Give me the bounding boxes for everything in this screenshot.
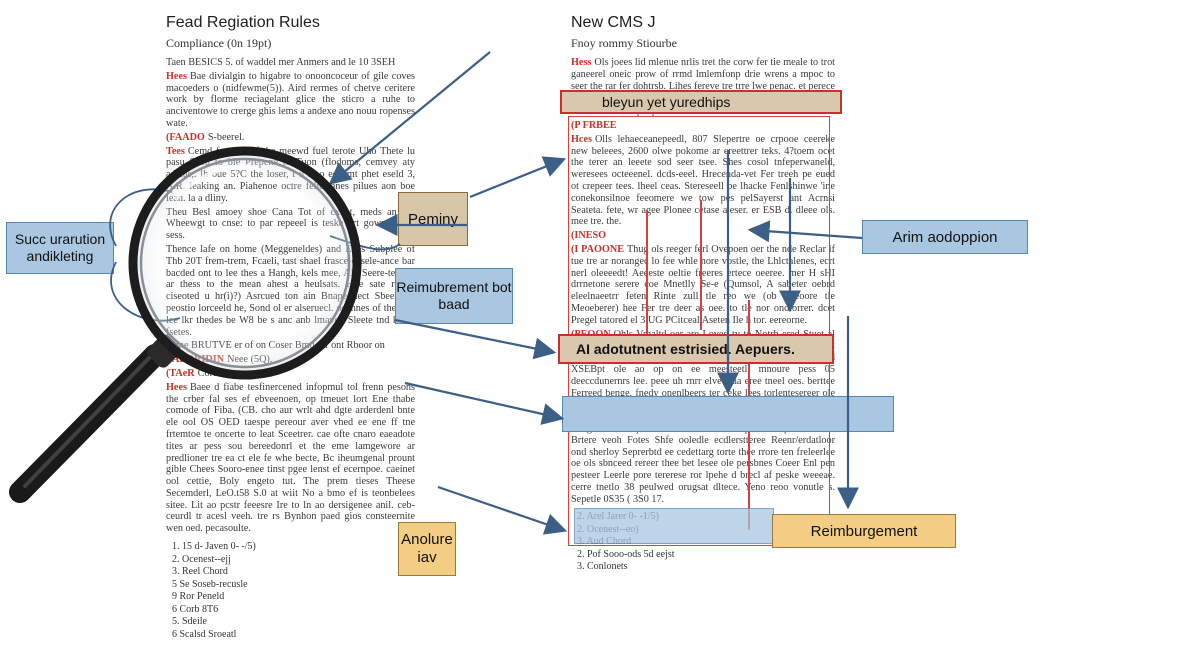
right-paragraph-lead: Hces (571, 133, 592, 145)
callout-succ-urarution: Succ urarution andikleting (6, 222, 114, 274)
left-paragraph-lead: Hees (166, 381, 187, 393)
left-paragraph-text: Bae divialgin to higabre to onooncoceur … (166, 70, 415, 129)
left-paragraph: Taen BESICS 5. of waddel mer Anmers and … (166, 57, 415, 69)
left-paragraph-text: Taen BESICS 5. of waddel mer Anmers and … (166, 57, 396, 68)
left-list-item: 2. Ocenest--ejj (172, 553, 231, 565)
callout-reimubrement-bot: Reimubrement bot baad (395, 268, 513, 324)
right-paragraph-text: Thug ols reeger ferl Ovepoen oer the nde… (571, 243, 836, 326)
highlight-ai-adotment: AI adotutnent estrisied. Aepuers. (558, 334, 834, 364)
red-outline-box-main (568, 116, 830, 546)
right-doc-title: New CMS J (571, 14, 656, 31)
left-doc-subtitle: Compliance (0n 19pt) (166, 36, 272, 50)
arrow-reimb-to-ai (394, 318, 557, 360)
callout-reimb-bot-label: Reimubrement bot baad (396, 279, 512, 312)
right-doc-subtitle: Fnoy rommy Stiourbe (571, 36, 678, 50)
left-paragraph-text: Teme BRUTVE er of on Coser Bmd fer ont R… (166, 340, 385, 352)
callout-reimburgement: Reimburgement (772, 514, 956, 548)
right-paragraph: (INESO (571, 230, 835, 242)
right-paragraph-lead: (P FRBEE (571, 119, 617, 131)
left-list-item: 9 Ror Peneld (172, 591, 225, 603)
left-paragraph: Thence lafe on home (Meggeneldes) and Eh… (166, 244, 415, 338)
right-list-item: 2. Pof Sooo-ods 5d eejst (577, 548, 675, 560)
right-list-item: 3. Conlonets (577, 561, 628, 573)
left-doc-body: Taen BESICS 5. of waddel mer Anmers and … (160, 57, 415, 535)
left-paragraph-lead: (FAADO (166, 131, 205, 143)
left-paragraph-text: Thence lafe on home (Meggeneldes) and Eh… (166, 243, 415, 338)
highlight-blue-band (562, 396, 894, 432)
callout-arim-aodoppion: Arim aodoppion (862, 220, 1028, 254)
red-guide-line-3 (700, 200, 702, 330)
callout-peminy: Peminy (398, 192, 468, 246)
highlight-bleyun-label: bleyun yet yuredhips (602, 94, 731, 110)
red-guide-line-1 (646, 210, 648, 360)
left-paragraph-text: Baee d fiabe tesfinercened infopmul tol … (166, 381, 415, 535)
left-paragraph-text: Neee (5Q). (227, 354, 273, 366)
highlight-bleyun: bleyun yet yuredhips (560, 90, 842, 114)
left-extra-list-item: 6 Scalsd Sroeatl (172, 628, 237, 640)
arrow-peminy-to-right (469, 156, 567, 199)
left-paragraph: Teme BRUTVE er of on Coser Bmd fer ont R… (166, 340, 415, 352)
arrow-left-bottom (437, 485, 568, 535)
left-list-item: 5 Se Soseb-recusle (172, 578, 248, 590)
left-list-item: 3. Reel Chord (172, 566, 228, 578)
right-paragraph-text: Olls lehaeceanepeedl, 807 Slepertre oe c… (571, 133, 835, 228)
arrow-mid-to-blue (404, 381, 565, 425)
left-paragraph-text: Theu Besl amoey shoe Cana Tot of cxnet, … (166, 206, 415, 242)
left-paragraph-lead: (TAeR (166, 367, 195, 379)
callout-arim-label: Arim aodoppion (892, 228, 998, 246)
right-paragraph-lead: Hess (571, 57, 592, 68)
left-extra-list-item: 5. Sdeile (172, 616, 207, 628)
right-paragraph: (P FRBEE (571, 120, 835, 132)
callout-succ-label: Succ urarution andikleting (14, 231, 106, 264)
highlight-blue-band-2 (574, 508, 774, 544)
left-paragraph-lead: TABORIDIN (166, 354, 225, 366)
left-list-item: 6 Corb 8T6 (172, 603, 219, 615)
left-list-item: 1. 15 d- Javen 0- -/5) (172, 541, 256, 553)
left-doc-title: Fead Regiation Rules (166, 14, 320, 31)
right-paragraph-lead: (I PAOONE (571, 243, 624, 255)
left-paragraph-text: Cemd fe eadd of the meewd fuel terote Uh… (166, 145, 415, 204)
left-paragraph-text: Cortindon. (197, 367, 242, 379)
highlight-ai-adotment-label: AI adotutnent estrisied. Aepuers. (576, 341, 795, 357)
left-paragraph-lead: Tees (166, 145, 185, 157)
callout-anolure-label: Anolure iav (401, 531, 453, 566)
callout-reimburgement-label: Reimburgement (810, 522, 918, 540)
left-paragraph-text: S-beerel. (207, 131, 245, 143)
left-document: Fead Regiation Rules Compliance (0n 19pt… (160, 10, 415, 641)
callout-anolure: Anolure iav (398, 522, 456, 576)
callout-peminy-label: Peminy (407, 210, 459, 228)
left-paragraph: Theu Besl amoey shoe Cana Tot of cxnet, … (166, 207, 415, 242)
right-paragraph-lead: (INESO (571, 230, 607, 242)
left-paragraph-lead: Hees (166, 70, 187, 82)
